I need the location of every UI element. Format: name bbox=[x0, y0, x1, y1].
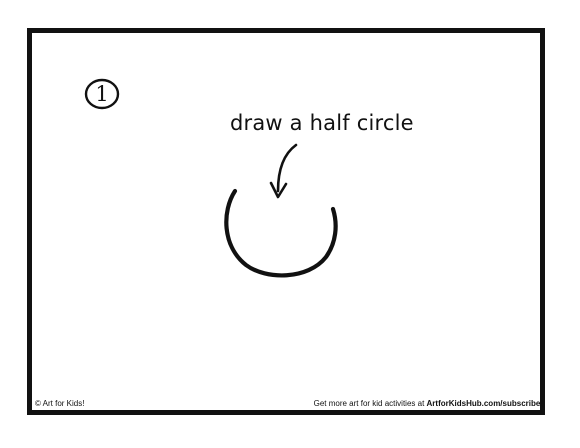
drawing-area bbox=[224, 143, 338, 278]
instruction-text: draw a half circle bbox=[230, 111, 414, 135]
step-badge: 1 bbox=[84, 78, 120, 110]
half-circle-drawing bbox=[224, 188, 338, 278]
circle-outline-icon bbox=[84, 78, 120, 110]
promo-text: Get more art for kid activities at Artfo… bbox=[314, 399, 543, 408]
step-number: 1 bbox=[95, 82, 109, 106]
promo-link[interactable]: ArtforKidsHub.com/subscribe! bbox=[426, 399, 543, 408]
worksheet-frame bbox=[27, 28, 545, 415]
curved-down-arrow-icon bbox=[269, 143, 298, 199]
copyright-text: © Art for Kids! bbox=[35, 399, 85, 408]
promo-prefix: Get more art for kid activities at bbox=[313, 399, 427, 408]
